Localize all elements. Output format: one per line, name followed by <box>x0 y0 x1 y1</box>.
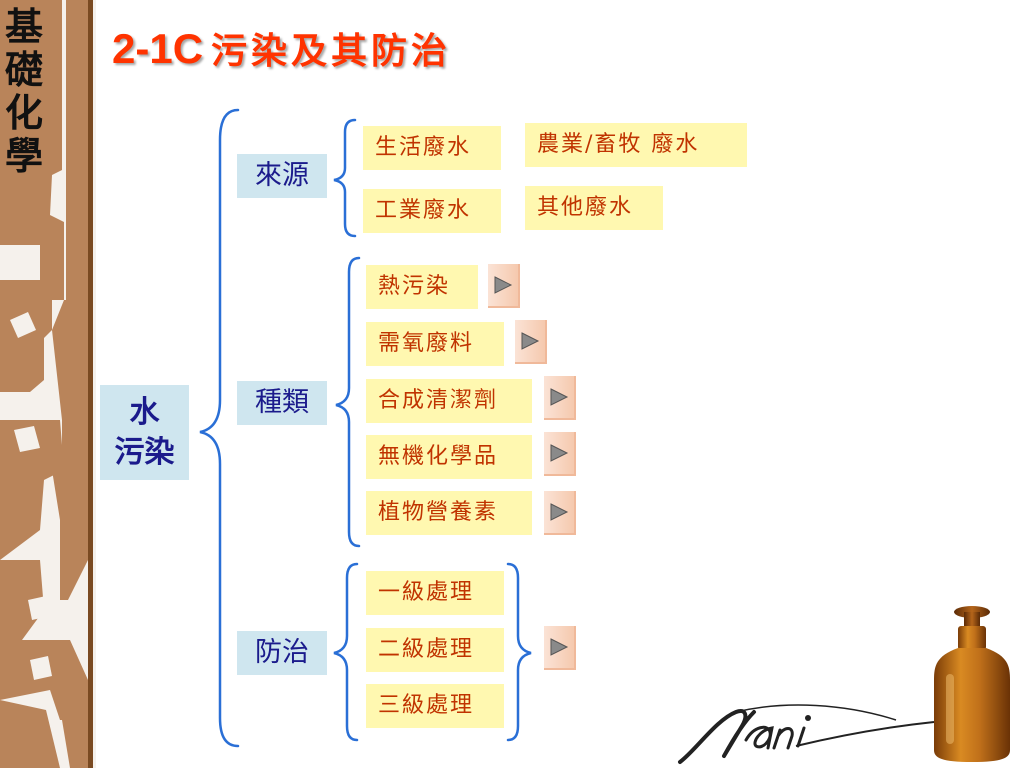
root-line2: 污染 <box>114 434 175 470</box>
category-treatment: 防治 <box>237 631 327 675</box>
source-other-wastewater: 其他廢水 <box>525 186 663 230</box>
root-line1: 水 <box>129 394 160 430</box>
sidebar-edge <box>88 0 93 768</box>
title-text: 污染及其防治 <box>211 30 452 72</box>
sidebar-char: 化 <box>4 91 43 135</box>
root-brace <box>199 108 240 748</box>
treatment-brace <box>333 562 359 742</box>
oxygen-demanding-waste-link-button[interactable] <box>515 320 547 364</box>
root-node: 水 污染 <box>100 385 189 480</box>
source-industrial-wastewater: 工業廢水 <box>363 189 501 233</box>
type-oxygen-demanding-waste: 需氧廢料 <box>366 322 504 366</box>
amber-bottle-image <box>934 606 1010 762</box>
category-types: 種類 <box>237 381 327 425</box>
types-brace <box>335 256 361 548</box>
inorganic-chemicals-link-button[interactable] <box>544 432 576 476</box>
source-brace <box>333 118 357 238</box>
synthetic-detergents-link-button[interactable] <box>544 376 576 420</box>
play-triangle-icon <box>550 503 569 521</box>
type-plant-nutrients: 植物營養素 <box>366 491 532 535</box>
thermal-pollution-link-button[interactable] <box>488 264 520 308</box>
sidebar-char: 礎 <box>4 48 43 92</box>
category-source: 來源 <box>237 154 327 198</box>
source-domestic-wastewater: 生活廢水 <box>363 126 501 170</box>
play-triangle-icon <box>550 444 569 462</box>
type-synthetic-detergents: 合成清潔劑 <box>366 379 532 423</box>
type-inorganic-chemicals: 無機化學品 <box>366 435 532 479</box>
title-number: 2-1C <box>112 25 204 72</box>
treatment-tertiary: 三級處理 <box>366 684 504 728</box>
treatment-secondary: 二級處理 <box>366 628 504 672</box>
play-triangle-icon <box>550 638 569 656</box>
play-triangle-icon <box>550 388 569 406</box>
sidebar: 基 礎 化 學 <box>0 0 96 768</box>
bottle-pattern-decoration <box>0 0 96 768</box>
play-triangle-icon <box>521 332 540 350</box>
sidebar-char: 學 <box>4 134 43 178</box>
vani-signature-logo <box>678 704 935 764</box>
treatment-link-button[interactable] <box>544 626 576 670</box>
play-triangle-icon <box>494 276 513 294</box>
sidebar-char: 基 <box>4 5 43 49</box>
type-thermal-pollution: 熱污染 <box>366 265 478 309</box>
sidebar-vertical-title: 基 礎 化 學 <box>0 6 48 178</box>
plant-nutrients-link-button[interactable] <box>544 491 576 535</box>
source-agricultural-wastewater: 農業/畜牧 廢水 <box>525 123 747 167</box>
treatment-closing-brace <box>506 562 532 742</box>
treatment-primary: 一級處理 <box>366 571 504 615</box>
